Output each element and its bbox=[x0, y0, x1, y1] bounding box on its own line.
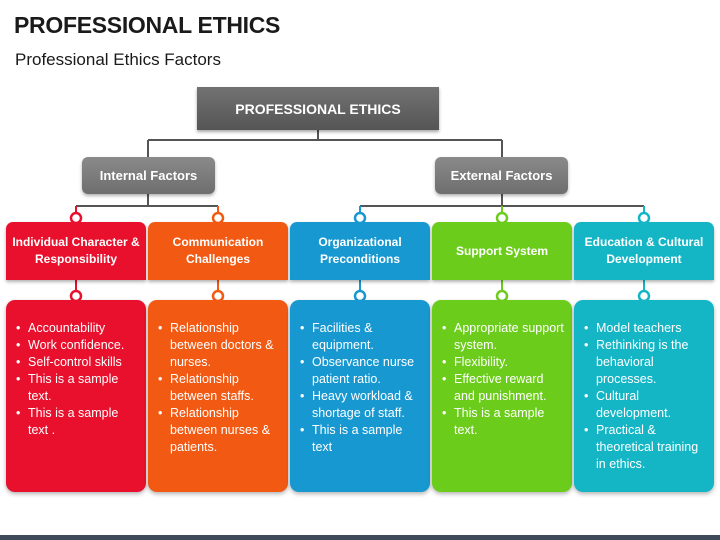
list-item: This is a sample text . bbox=[16, 405, 140, 439]
list-item: This is a sample text. bbox=[16, 371, 140, 405]
page-subtitle: Professional Ethics Factors bbox=[15, 50, 221, 69]
group-external-factors: External Factors bbox=[435, 157, 568, 194]
list-item: This is a sample text bbox=[300, 422, 424, 456]
category-body-organizational-preconditions: Facilities & equipment.Observance nurse … bbox=[290, 300, 430, 492]
list-item: Effective reward and punishment. bbox=[442, 371, 566, 405]
list-item: Heavy workload & shortage of staff. bbox=[300, 388, 424, 422]
list-item: Facilities & equipment. bbox=[300, 320, 424, 354]
category-body-individual-character: AccountabilityWork confidence.Self-contr… bbox=[6, 300, 146, 492]
bullet-list: AccountabilityWork confidence.Self-contr… bbox=[14, 320, 140, 439]
list-item: Accountability bbox=[16, 320, 140, 337]
category-header-communication-challenges: Communication Challenges bbox=[148, 222, 288, 280]
bottom-bar bbox=[0, 535, 720, 540]
list-item: Appropriate support system. bbox=[442, 320, 566, 354]
bullet-list: Model teachersRethinking is the behavior… bbox=[582, 320, 708, 473]
list-item: Relationship between doctors & nurses. bbox=[158, 320, 282, 371]
category-header-organizational-preconditions: Organizational Preconditions bbox=[290, 222, 430, 280]
category-body-communication-challenges: Relationship between doctors & nurses.Re… bbox=[148, 300, 288, 492]
bullet-list: Relationship between doctors & nurses.Re… bbox=[156, 320, 282, 456]
list-item: Flexibility. bbox=[442, 354, 566, 371]
root-node: PROFESSIONAL ETHICS bbox=[197, 87, 439, 130]
list-item: Relationship between nurses & patients. bbox=[158, 405, 282, 456]
list-item: This is a sample text. bbox=[442, 405, 566, 439]
category-body-education-cultural: Model teachersRethinking is the behavior… bbox=[574, 300, 714, 492]
category-header-support-system: Support System bbox=[432, 222, 572, 280]
list-item: Practical & theoretical training in ethi… bbox=[584, 422, 708, 473]
category-header-individual-character: Individual Character & Responsibility bbox=[6, 222, 146, 280]
category-header-education-cultural: Education & Cultural Development bbox=[574, 222, 714, 280]
group-internal-factors: Internal Factors bbox=[82, 157, 215, 194]
bullet-list: Appropriate support system.Flexibility.E… bbox=[440, 320, 566, 439]
list-item: Self-control skills bbox=[16, 354, 140, 371]
list-item: Work confidence. bbox=[16, 337, 140, 354]
list-item: Rethinking is the behavioral processes. bbox=[584, 337, 708, 388]
list-item: Model teachers bbox=[584, 320, 708, 337]
category-body-support-system: Appropriate support system.Flexibility.E… bbox=[432, 300, 572, 492]
page-title: PROFESSIONAL ETHICS bbox=[14, 12, 281, 38]
list-item: Cultural development. bbox=[584, 388, 708, 422]
list-item: Relationship between staffs. bbox=[158, 371, 282, 405]
list-item: Observance nurse patient ratio. bbox=[300, 354, 424, 388]
bullet-list: Facilities & equipment.Observance nurse … bbox=[298, 320, 424, 456]
